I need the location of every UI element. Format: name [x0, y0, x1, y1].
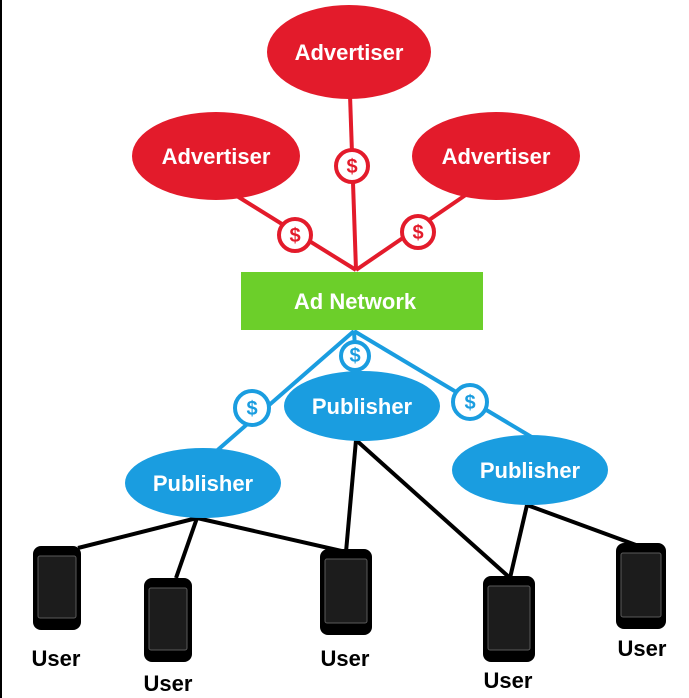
- publisher-label: Publisher: [153, 471, 254, 496]
- user-label: User: [321, 646, 370, 671]
- payment-marker-red-right: $: [400, 214, 436, 250]
- user-phone-4[interactable]: User: [483, 576, 535, 693]
- link-pub-left-user2: [174, 517, 199, 579]
- user-phone-3[interactable]: User: [320, 549, 372, 671]
- dollar-icon: $: [246, 398, 257, 420]
- link-publisher-left: [195, 329, 356, 470]
- dollar-icon: $: [289, 225, 300, 247]
- payment-marker-blue-right: $: [451, 383, 489, 421]
- publisher-node-left[interactable]: Publisher: [125, 448, 281, 518]
- user-label: User: [32, 646, 81, 671]
- advertiser-node-left[interactable]: Advertiser: [132, 112, 300, 200]
- publisher-node-center[interactable]: Publisher: [284, 371, 440, 441]
- link-pub-center-user3: [344, 439, 358, 553]
- link-publisher-right: [352, 329, 547, 447]
- dollar-icon: $: [464, 392, 475, 414]
- link-pub-center-user4: [354, 438, 512, 580]
- user-phone-1[interactable]: User: [32, 546, 81, 671]
- dollar-icon: $: [346, 156, 357, 178]
- payment-marker-blue-center: $: [339, 340, 371, 372]
- payment-marker-blue-left: $: [233, 389, 271, 427]
- link-pub-left-user1: [77, 516, 198, 550]
- user-links: [77, 438, 637, 580]
- link-pub-right-user5: [526, 503, 637, 547]
- publisher-label: Publisher: [312, 394, 413, 419]
- advertiser-label: Advertiser: [442, 144, 551, 169]
- ad-network-node[interactable]: Ad Network: [241, 272, 483, 330]
- payment-marker-red-top: $: [334, 148, 370, 184]
- link-pub-right-user4: [508, 504, 529, 579]
- user-label: User: [144, 671, 193, 696]
- ad-network-label: Ad Network: [294, 289, 417, 314]
- user-phone-2[interactable]: User: [144, 578, 193, 696]
- user-label: User: [484, 668, 533, 693]
- advertiser-node-top[interactable]: Advertiser: [267, 5, 431, 99]
- advertiser-node-right[interactable]: Advertiser: [412, 112, 580, 200]
- dollar-icon: $: [412, 222, 423, 244]
- user-phone-5[interactable]: User: [616, 543, 667, 661]
- dollar-icon: $: [349, 345, 360, 367]
- publisher-node-right[interactable]: Publisher: [452, 435, 608, 505]
- user-label: User: [618, 636, 667, 661]
- advertiser-label: Advertiser: [295, 40, 404, 65]
- link-pub-left-user3: [196, 516, 347, 554]
- publisher-label: Publisher: [480, 458, 581, 483]
- advertiser-label: Advertiser: [162, 144, 271, 169]
- payment-marker-red-left: $: [277, 217, 313, 253]
